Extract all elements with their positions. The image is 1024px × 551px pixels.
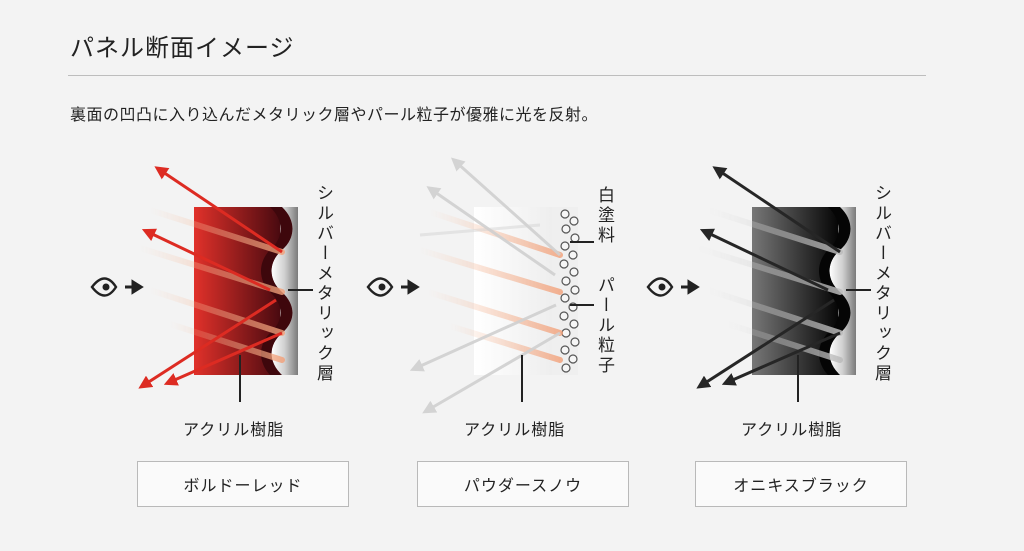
title-divider [68, 75, 926, 76]
bordeaux-red-button[interactable]: ボルドーレッド [137, 461, 349, 507]
eye-icon [366, 277, 394, 297]
powder-snow-button[interactable]: パウダースノウ [417, 461, 629, 507]
panel-red [90, 166, 313, 402]
panel-black [646, 166, 871, 402]
panel-white [366, 157, 594, 414]
silver-metallic-layer-label: シルバーメタリック層 [313, 184, 333, 384]
view-arrow-icon [681, 279, 700, 295]
white-paint-label: 白塗料 [594, 186, 614, 246]
eye-icon [646, 277, 674, 297]
onyx-black-button[interactable]: オニキスブラック [695, 461, 907, 507]
description: 裏面の凹凸に入り込んだメタリック層やパール粒子が優雅に光を反射。 [70, 105, 599, 124]
acrylic-resin-label: アクリル樹脂 [464, 420, 566, 439]
view-arrow-icon [401, 279, 420, 295]
acrylic-resin-label: アクリル樹脂 [183, 420, 285, 439]
view-arrow-icon [125, 279, 144, 295]
pearl-particle-label: パール粒子 [594, 276, 614, 376]
eye-icon [90, 277, 118, 297]
acrylic-resin-label: アクリル樹脂 [741, 420, 843, 439]
page-title: パネル断面イメージ [70, 34, 295, 62]
silver-metallic-layer-label: シルバーメタリック層 [871, 184, 891, 384]
